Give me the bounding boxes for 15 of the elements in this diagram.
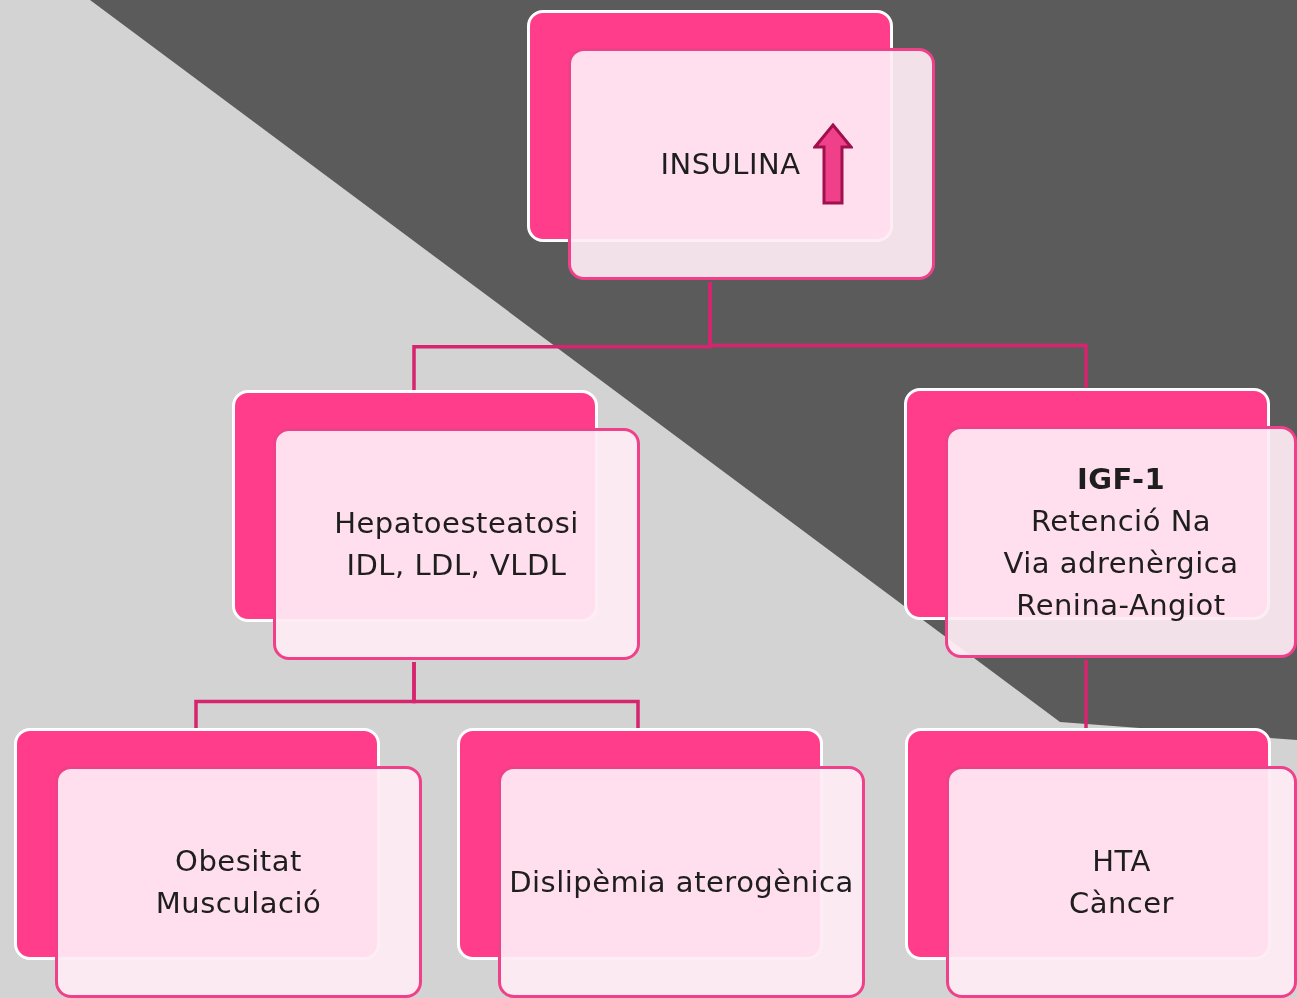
node-text: Renina-Angiot [1016, 587, 1226, 624]
node-text: IDL, LDL, VLDL [346, 547, 567, 584]
node-text: INSULINA [660, 145, 801, 183]
connector-line [1084, 660, 1088, 728]
node-text: Via adrenèrgica [1003, 545, 1239, 582]
node-text: Retenció Na [1030, 502, 1212, 539]
connector-line [412, 662, 640, 728]
node-text: Obesitat [175, 842, 302, 879]
node-text: Musculació [155, 885, 322, 922]
connector-line [708, 282, 1088, 388]
node-text: Hepatoesteatosi [334, 504, 579, 541]
node-text: Dislipèmia aterogènica [509, 863, 854, 901]
node-text: IGF-1 [1076, 460, 1166, 497]
node-text: HTA [1092, 842, 1151, 879]
node-text: Càncer [1068, 885, 1175, 922]
